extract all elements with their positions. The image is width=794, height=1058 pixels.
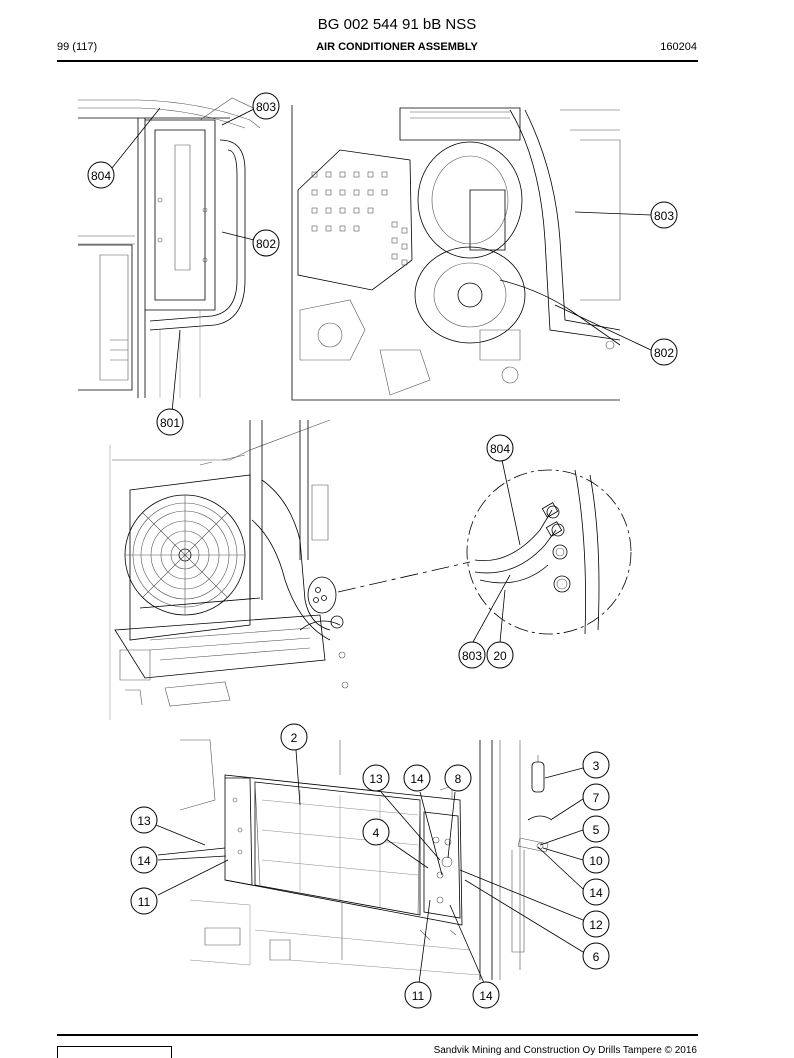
- detail-hose-connection: [466, 469, 632, 635]
- callout-3: 3: [582, 751, 610, 779]
- callout-14-c: 14: [582, 878, 610, 906]
- svg-text:3: 3: [593, 759, 600, 773]
- callout-14-d: 14: [472, 981, 500, 1009]
- svg-text:20: 20: [493, 649, 507, 663]
- svg-text:14: 14: [589, 886, 603, 900]
- view-condenser-fan: [109, 419, 349, 720]
- document-number: BG 002 544 91 bB NSS: [317, 16, 477, 33]
- callout-803-c: 803: [458, 641, 486, 669]
- callout-11-b: 11: [404, 981, 432, 1009]
- view-condenser-assembly: [179, 739, 553, 980]
- svg-text:14: 14: [479, 989, 493, 1003]
- callout-14-a: 14: [403, 764, 431, 792]
- callout-801: 801: [156, 408, 184, 436]
- svg-text:5: 5: [593, 823, 600, 837]
- callout-5: 5: [582, 815, 610, 843]
- view-hose-routing-left: [78, 97, 263, 398]
- callout-2: 2: [280, 723, 308, 751]
- svg-text:4: 4: [373, 826, 380, 840]
- svg-text:801: 801: [160, 416, 180, 430]
- callout-802-a: 802: [252, 229, 280, 257]
- document-date: 160204: [660, 41, 697, 53]
- view-compressor: [291, 105, 621, 401]
- callout-6: 6: [582, 942, 610, 970]
- svg-text:10: 10: [589, 854, 603, 868]
- svg-text:14: 14: [410, 772, 424, 786]
- svg-text:803: 803: [654, 209, 674, 223]
- svg-text:804: 804: [490, 442, 510, 456]
- callout-13-b: 13: [130, 806, 158, 834]
- svg-text:11: 11: [138, 895, 151, 909]
- svg-text:803: 803: [462, 649, 482, 663]
- callout-20: 20: [486, 641, 514, 669]
- callout-803-a: 803: [252, 92, 280, 120]
- svg-text:803: 803: [256, 100, 276, 114]
- callout-7: 7: [582, 783, 610, 811]
- callout-14-b: 14: [130, 846, 158, 874]
- page-number: 99 (117): [57, 41, 98, 53]
- callout-803-b: 803: [650, 201, 678, 229]
- svg-text:2: 2: [291, 731, 298, 745]
- svg-text:7: 7: [593, 791, 600, 805]
- company-logo: [57, 1046, 172, 1058]
- svg-text:6: 6: [593, 950, 600, 964]
- svg-text:13: 13: [369, 772, 383, 786]
- callout-804-c: 804: [486, 434, 514, 462]
- svg-text:8: 8: [455, 772, 462, 786]
- callout-8: 8: [444, 764, 472, 792]
- svg-text:802: 802: [256, 237, 276, 251]
- copyright-text: Sandvik Mining and Construction Oy Drill…: [433, 1045, 697, 1056]
- callout-13-a: 13: [362, 764, 390, 792]
- page-title: AIR CONDITIONER ASSEMBLY: [316, 41, 478, 53]
- callout-12: 12: [582, 910, 610, 938]
- callout-10: 10: [582, 846, 610, 874]
- callout-804-a: 804: [87, 161, 115, 189]
- svg-text:804: 804: [91, 169, 111, 183]
- svg-text:11: 11: [412, 989, 425, 1003]
- callout-11-a: 11: [130, 887, 158, 915]
- footer-rule: [57, 1034, 698, 1036]
- callout-4: 4: [362, 818, 390, 846]
- svg-text:14: 14: [137, 854, 151, 868]
- svg-text:12: 12: [589, 918, 603, 932]
- header-rule: [57, 60, 698, 62]
- svg-text:802: 802: [654, 346, 674, 360]
- callout-802-b: 802: [650, 338, 678, 366]
- svg-text:13: 13: [137, 814, 151, 828]
